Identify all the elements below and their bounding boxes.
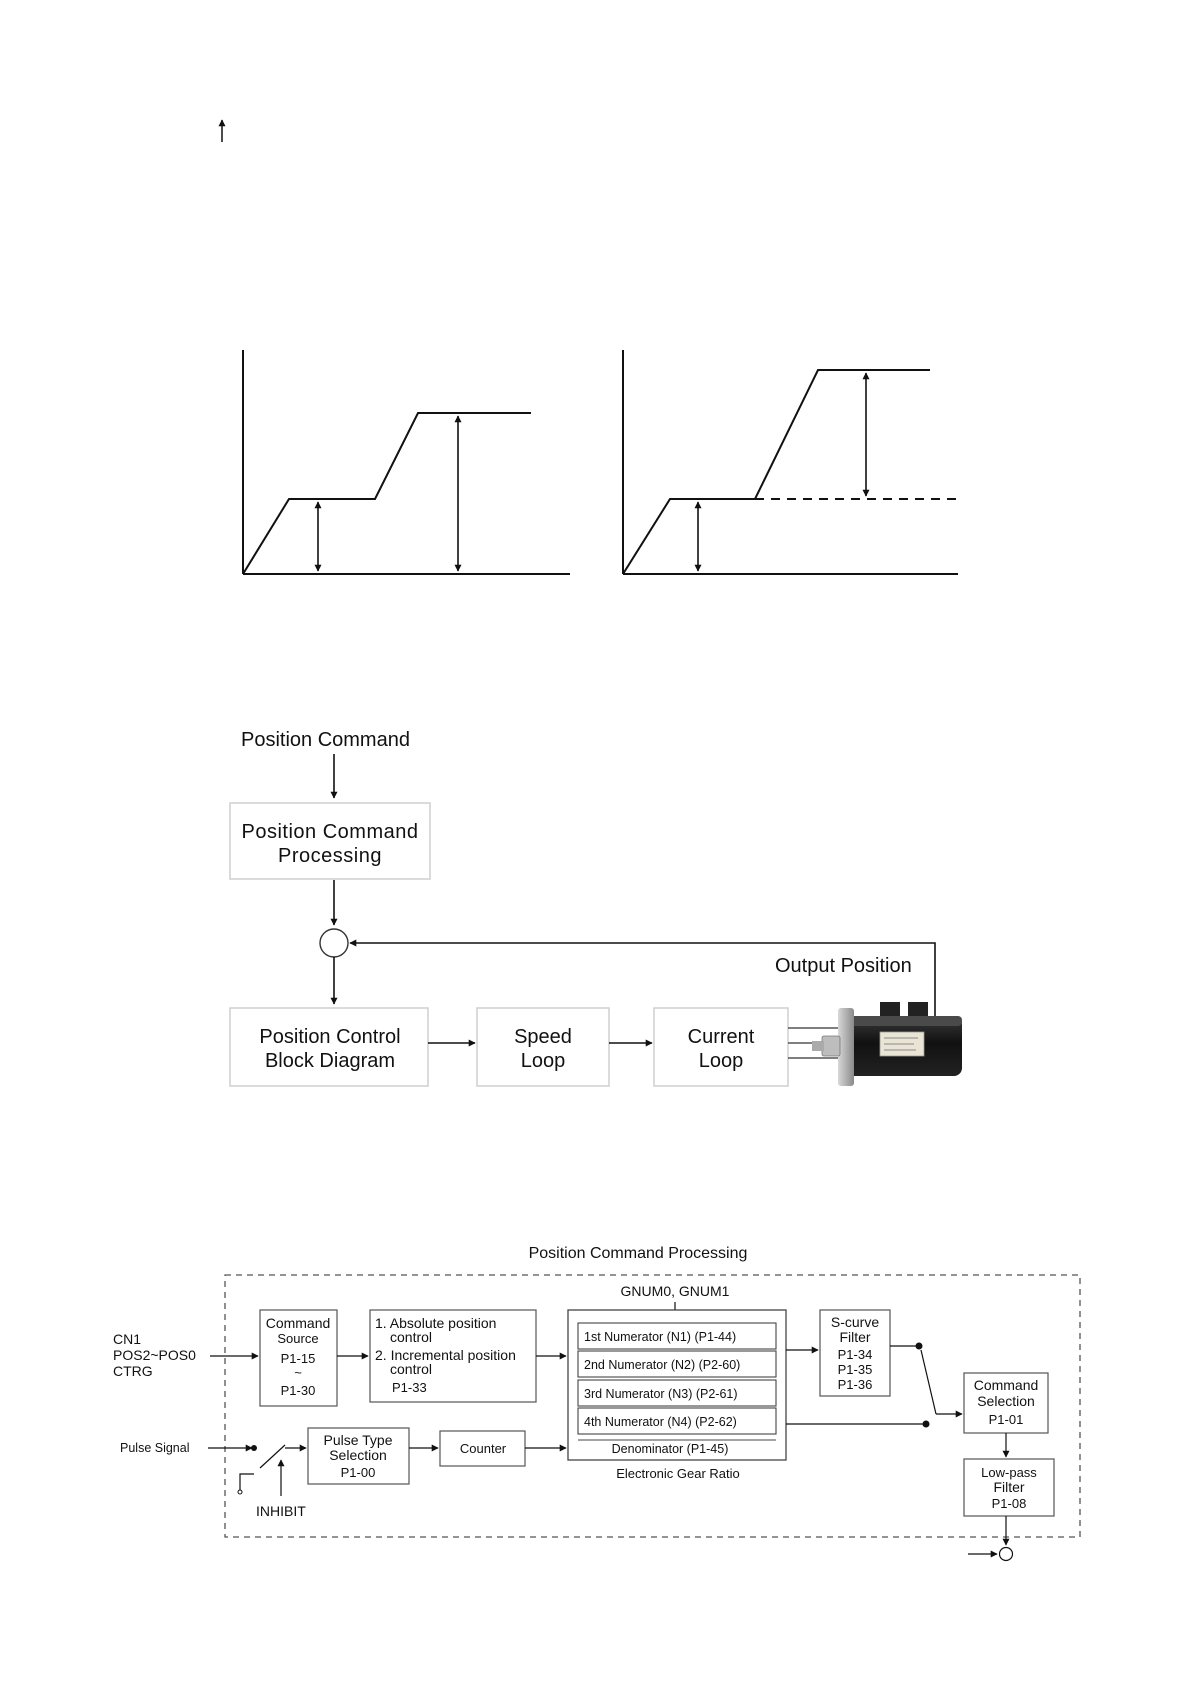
output-position-label: Output Position (775, 955, 912, 977)
numerator-3-label: 3rd Numerator (N3) (P2-61) (584, 1387, 738, 1401)
command-selection-box: Command Selection P1-01 (964, 1373, 1048, 1433)
processing-label-1: Position Command (242, 821, 419, 843)
sc-line2: Filter (839, 1329, 870, 1345)
pts-line1: Pulse Type (323, 1432, 392, 1448)
sc-line4: P1-35 (838, 1362, 873, 1377)
processing-box: Position Command Processing (230, 803, 430, 879)
processing-detail-diagram: Position Command Processing CN1 POS2~POS… (113, 1245, 1080, 1561)
speed-loop-box: Speed Loop (477, 1008, 609, 1086)
low-pass-filter-box: Low-pass Filter P1-08 (964, 1459, 1054, 1516)
command-source-box: Command Source P1-15 ~ P1-30 (260, 1310, 337, 1406)
current-loop-box: Current Loop (654, 1008, 788, 1086)
pcbd-label-2: Block Diagram (265, 1050, 395, 1072)
mode-line4: control (390, 1361, 432, 1377)
electronic-gear-ratio-box: 1st Numerator (N1) (P1-44) 2nd Numerator… (568, 1310, 786, 1460)
servo-motor-image (812, 1002, 962, 1086)
s-curve-filter-box: S-curve Filter P1-34 P1-35 P1-36 (820, 1310, 890, 1396)
numerator-2-label: 2nd Numerator (N2) (P2-60) (584, 1358, 740, 1372)
counter-label: Counter (460, 1441, 507, 1456)
denominator-label: Denominator (P1-45) (612, 1442, 729, 1456)
sel-line2: Selection (977, 1393, 1035, 1409)
cs-line1: Command (266, 1315, 331, 1331)
processing-title: Position Command Processing (529, 1245, 748, 1262)
mode-line5: P1-33 (392, 1380, 427, 1395)
cs-line2: Source (277, 1331, 318, 1346)
speed-label-1: Speed (514, 1026, 572, 1048)
pts-line2: Selection (329, 1447, 387, 1463)
lp-line1: Low-pass (981, 1465, 1037, 1480)
lp-line2: Filter (993, 1479, 1024, 1495)
processing-label-2: Processing (278, 845, 382, 867)
sel-line3: P1-01 (989, 1412, 1024, 1427)
lp-line3: P1-08 (992, 1496, 1027, 1511)
profile-graph-absolute (243, 350, 570, 574)
cs-line4: ~ (294, 1365, 302, 1380)
bypass-node (923, 1421, 930, 1428)
gear-ratio-caption: Electronic Gear Ratio (616, 1466, 740, 1481)
profile-graph-incremental (623, 350, 958, 574)
position-control-box: Position Control Block Diagram (230, 1008, 428, 1086)
pos-label: POS2~POS0 (113, 1347, 196, 1363)
pulse-type-selection-box: Pulse Type Selection P1-00 (308, 1428, 409, 1484)
sc-line5: P1-36 (838, 1377, 873, 1392)
gnum-label: GNUM0, GNUM1 (621, 1283, 730, 1299)
sc-line1: S-curve (831, 1314, 879, 1330)
numerator-1-label: 1st Numerator (N1) (P1-44) (584, 1330, 736, 1344)
sc-line3: P1-34 (838, 1347, 873, 1362)
graph1-position-curve (243, 413, 531, 574)
pcbd-label-1: Position Control (259, 1026, 400, 1048)
numerator-4-label: 4th Numerator (N4) (P2-62) (584, 1415, 737, 1429)
position-command-label: Position Command (241, 729, 410, 751)
speed-label-2: Loop (521, 1050, 566, 1072)
cn1-label: CN1 (113, 1331, 141, 1347)
pulse-signal-label: Pulse Signal (120, 1441, 190, 1455)
position-control-block-diagram: Position Command Position Command Proces… (230, 729, 962, 1086)
current-label-2: Loop (699, 1050, 744, 1072)
ctrg-label: CTRG (113, 1363, 153, 1379)
switch-contact-left (251, 1445, 257, 1451)
mode-line2: control (390, 1329, 432, 1345)
current-label-1: Current (688, 1026, 755, 1048)
counter-box: Counter (440, 1431, 525, 1466)
sel-line1: Command (974, 1377, 1039, 1393)
s-curve-output-node (916, 1343, 923, 1350)
cs-line5: P1-30 (281, 1383, 316, 1398)
inhibit-label: INHIBIT (256, 1503, 306, 1519)
position-mode-box: 1. Absolute position control 2. Incremen… (370, 1310, 536, 1402)
selection-switch-line (921, 1350, 936, 1414)
summing-junction (320, 929, 348, 957)
cs-line3: P1-15 (281, 1351, 316, 1366)
feedback-line (350, 943, 935, 1016)
pts-line3: P1-00 (341, 1465, 376, 1480)
graph2-position-curve (623, 370, 930, 574)
output-summing-junction (1000, 1548, 1013, 1561)
